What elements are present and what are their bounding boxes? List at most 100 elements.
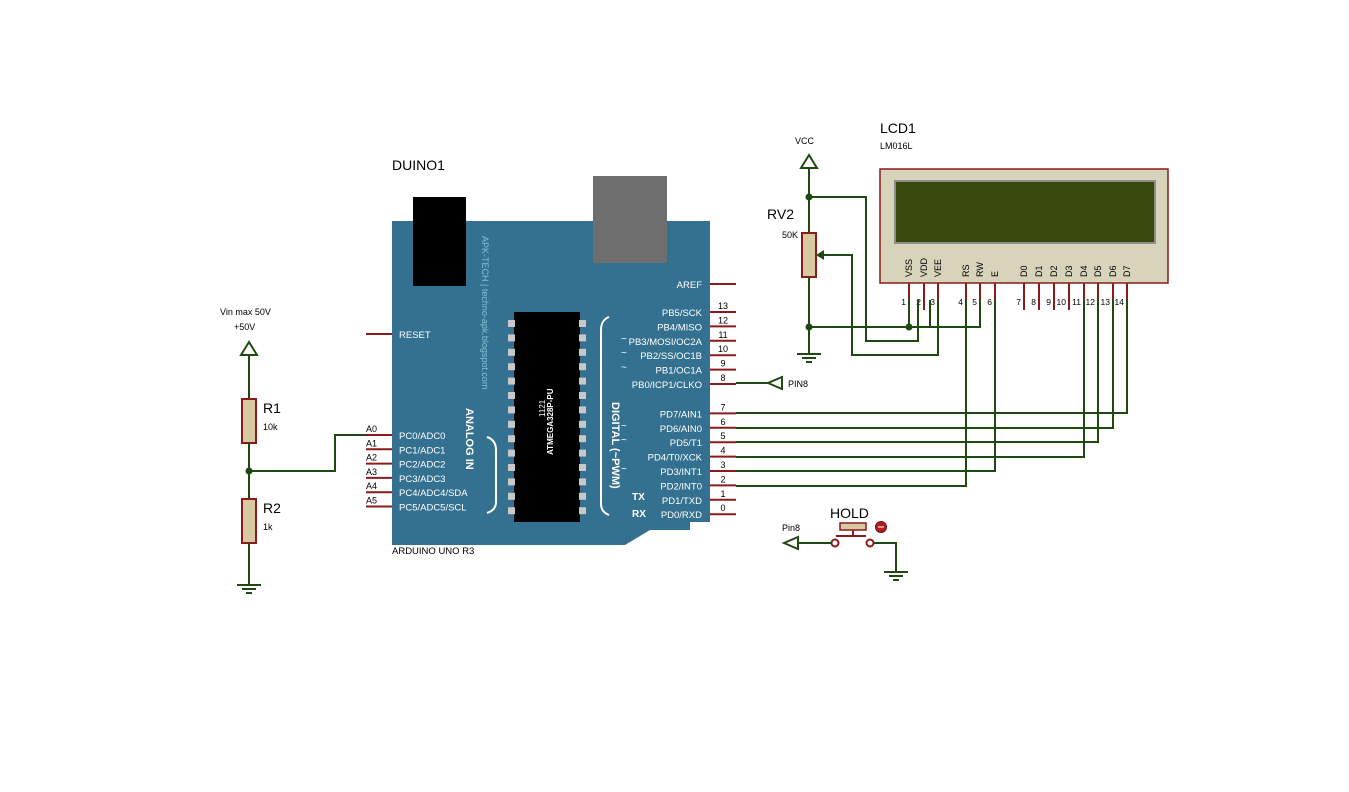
analog-in-label: ANALOG IN [463, 408, 475, 470]
chip-leg [579, 406, 586, 414]
chip-leg [508, 348, 515, 356]
analog-bracket [486, 436, 497, 514]
chip-legs [508, 320, 586, 515]
chip-leg [508, 363, 515, 371]
analog-pin-group: A0PC0/ADC0A1PC1/ADC1A2PC2/ADC2A3PC3/ADC3… [366, 424, 468, 514]
digital-pin-label: PD4/T0/XCK [648, 453, 703, 464]
digital-pin-label: PD6/AIN0 [660, 424, 702, 435]
hold-ground-icon [884, 571, 908, 581]
chip-leg [508, 464, 515, 471]
r2-value: 1k [263, 522, 273, 532]
vcc-label: VCC [795, 136, 815, 146]
lcd-pin-number: 14 [1115, 297, 1125, 307]
chip-leg [579, 392, 586, 399]
chip-leg [508, 507, 515, 515]
rv2-potentiometer[interactable] [801, 232, 817, 278]
chip-leg [579, 507, 586, 515]
rv2-value: 50K [782, 230, 798, 240]
pwm-tilde-icon: ~ [621, 421, 627, 432]
lcd-model: LM016L [880, 141, 913, 151]
lcd-pin-number: 5 [972, 297, 977, 307]
hold-contact-left [830, 538, 840, 548]
lcd-pin-group: VSS1VDD2VEE3RS4RW5E6D07D18D29D310D411D51… [901, 257, 1132, 310]
digital-pin-number: 6 [720, 417, 725, 427]
vcc-arrow [799, 153, 819, 169]
chip-leg [579, 334, 586, 342]
pin8-hold-terminal-icon[interactable] [781, 535, 799, 551]
lcd-pin-label: RW [975, 262, 985, 277]
board-watermark: APK-TECH | techno-apk.blogspot.com [480, 236, 490, 389]
tx-label: TX [632, 492, 645, 503]
chip-leg [579, 449, 586, 457]
digital-pin-label: PB1/OC1A [656, 366, 703, 377]
atmega-chip[interactable] [514, 312, 580, 522]
analog-pin-number: A4 [366, 481, 377, 491]
digital-pin-number: 3 [720, 460, 725, 470]
rv2-ref: RV2 [767, 206, 794, 222]
analog-pin-label: PC3/ADC3 [399, 474, 445, 485]
lcd-pin-number: 8 [1031, 297, 1036, 307]
lcd-pin-number: 11 [1072, 297, 1081, 307]
analog-pin-label: PC1/ADC1 [399, 445, 445, 456]
lcd-pin-label: D6 [1108, 265, 1118, 277]
digital-pin-label: PB0/ICP1/CLKO [632, 380, 702, 391]
r1-resistor[interactable] [241, 398, 257, 444]
lcd-ref: LCD1 [880, 120, 916, 136]
lcd-pin-number: 1 [901, 297, 906, 307]
lcd-pin-label: D7 [1122, 265, 1132, 277]
pwm-tilde-icon: ~ [621, 363, 627, 374]
analog-pin-label: PC2/ADC2 [399, 460, 445, 471]
r2-ref: R2 [263, 500, 281, 516]
chip-leg [508, 449, 515, 457]
digital-pin-number: 11 [718, 330, 727, 340]
chip-leg [508, 320, 515, 327]
vin-arrow [239, 340, 259, 356]
reset-label: RESET [399, 330, 431, 341]
digital-pin-label: PD1/TXD [662, 496, 702, 507]
chip-leg [579, 435, 586, 443]
chip-leg [579, 377, 586, 385]
r2-resistor[interactable] [241, 498, 257, 544]
digital-pwm-label: DIGITAL (~PWM) [609, 402, 621, 489]
vin-plus-label: +50V [234, 322, 255, 332]
vin-max-label: Vin max 50V [220, 307, 271, 317]
pin8-label: PIN8 [788, 379, 808, 389]
digital-pin-number: 1 [720, 489, 725, 499]
digital-pin-number: 9 [720, 359, 725, 369]
pin8-hold-label: Pin8 [782, 523, 800, 533]
digital-pin-number: 10 [718, 344, 728, 354]
chip-leg [579, 420, 586, 428]
digital-pin-label: PD7/AIN1 [660, 409, 702, 420]
wire-wiper-vee [824, 254, 939, 356]
analog-pin-number: A5 [366, 496, 377, 506]
lcd-screen [894, 180, 1156, 244]
digital-pin-number: 12 [718, 315, 728, 325]
r1-value: 10k [263, 422, 278, 432]
chip-leg [508, 492, 515, 500]
pin8-terminal-icon[interactable] [765, 375, 783, 391]
chip-leg [508, 420, 515, 428]
chip-leg [508, 478, 515, 486]
wire-gnd-rw [930, 300, 981, 328]
analog-pin-number: A2 [366, 453, 377, 463]
hold-contact-right [865, 538, 875, 548]
lcd-pin-label: D2 [1049, 265, 1059, 277]
digital-pin-label: PD3/INT1 [660, 467, 702, 478]
lcd-pin-label: E [990, 271, 1000, 277]
lcd-pin-label: RS [961, 264, 971, 277]
wire-divider-a0 [249, 434, 366, 472]
chip-leg [579, 363, 586, 371]
chip-leg [508, 392, 515, 399]
lcd-pin-number: 7 [1016, 297, 1021, 307]
aref-label: AREF [677, 280, 703, 291]
hold-button-cap[interactable] [839, 522, 867, 531]
digital-pin-number: 13 [718, 301, 728, 311]
lcd-pin-number: 9 [1046, 297, 1051, 307]
chip-number: 1121 [538, 399, 547, 417]
digital-pin-number: 2 [720, 474, 725, 484]
chip-leg [508, 435, 515, 443]
digital-pin-number: 7 [720, 402, 725, 412]
chip-label: ATMEGA328P-PU [546, 388, 555, 455]
pwm-tilde-icon: ~ [621, 464, 627, 475]
